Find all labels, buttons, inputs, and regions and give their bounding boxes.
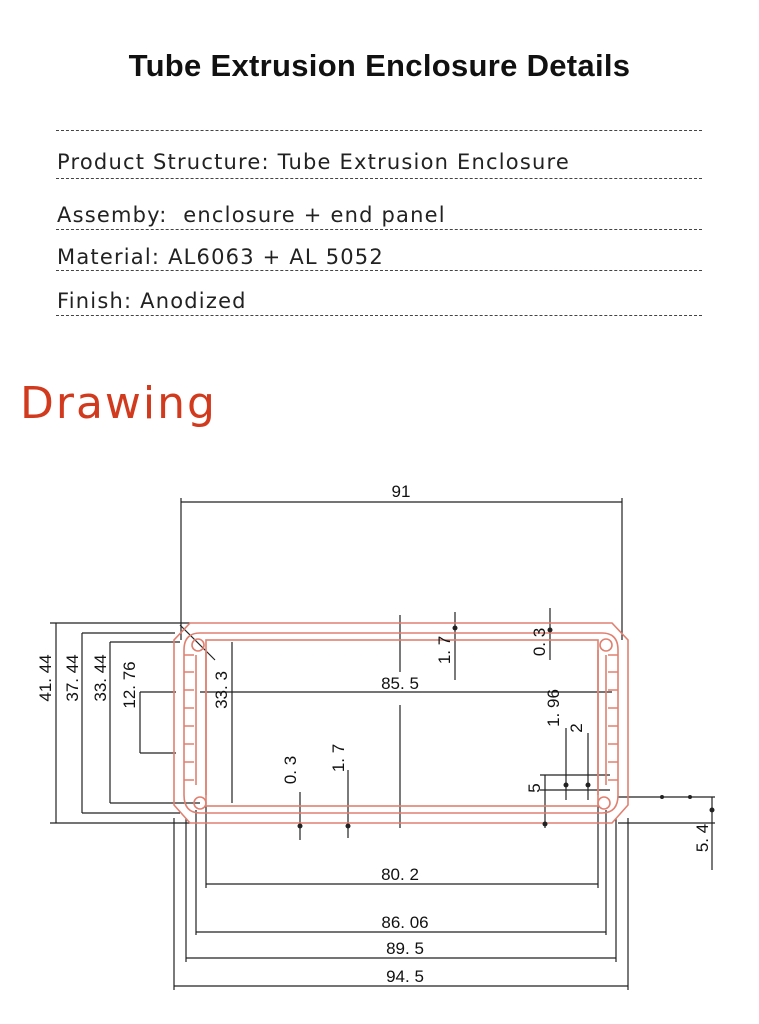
spec-product-structure: Product Structure: Tube Extrusion Enclos… bbox=[57, 150, 570, 174]
dim-label-2: 2 bbox=[567, 723, 586, 732]
dim-label-91: 91 bbox=[392, 482, 411, 501]
enclosure-profile bbox=[173, 622, 629, 824]
dim-label-37-44: 37. 44 bbox=[63, 654, 82, 701]
spec-assembly: Assemby: enclosure + end panel bbox=[57, 203, 446, 227]
spec-value: Tube Extrusion Enclosure bbox=[277, 150, 570, 174]
dim-label-41-44: 41. 44 bbox=[36, 654, 55, 701]
divider bbox=[56, 229, 702, 230]
dimension-arrows bbox=[297, 625, 715, 829]
spec-material: Material: AL6063 + AL 5052 bbox=[57, 245, 384, 269]
right-fins bbox=[597, 650, 618, 795]
dim-label-5: 5 bbox=[525, 783, 544, 792]
page-title: Tube Extrusion Enclosure Details bbox=[128, 48, 631, 83]
screw-channel bbox=[193, 796, 207, 810]
dim-label-33-44: 33. 44 bbox=[91, 654, 110, 701]
dim-label-86-06: 86. 06 bbox=[381, 913, 428, 932]
dim-label-85-5: 85. 5 bbox=[381, 674, 419, 693]
dim-label-80-2: 80. 2 bbox=[381, 865, 419, 884]
screw-channel bbox=[597, 796, 611, 810]
divider bbox=[56, 270, 702, 271]
leader-line bbox=[179, 624, 216, 661]
section-title-drawing: Drawing bbox=[20, 378, 217, 429]
profile-outer bbox=[173, 622, 629, 824]
spec-value: AL6063 + AL 5052 bbox=[168, 245, 384, 269]
dim-label-0-3-bottom: 0. 3 bbox=[281, 756, 300, 784]
divider bbox=[56, 315, 702, 316]
dim-label-12-76: 12. 76 bbox=[120, 661, 139, 708]
dim-label-1-7-bottom: 1. 7 bbox=[329, 744, 348, 772]
spec-value: Anodized bbox=[140, 289, 247, 313]
spec-value: enclosure + end panel bbox=[183, 203, 446, 227]
divider bbox=[56, 130, 702, 131]
screw-channel bbox=[599, 638, 613, 652]
divider bbox=[56, 178, 702, 179]
enclosure-drawing: 91 85. 5 80. 2 86. 06 89. 5 94. 5 41. 44… bbox=[36, 482, 715, 990]
dim-label-1-7-top: 1. 7 bbox=[435, 636, 454, 664]
dim-label-1-96: 1. 96 bbox=[544, 689, 563, 727]
dim-label-0-3-top: 0. 3 bbox=[530, 628, 549, 656]
dim-label-5-4: 5. 4 bbox=[693, 824, 712, 852]
spec-label: Material: bbox=[57, 245, 161, 269]
profile-cavity bbox=[205, 639, 599, 807]
spec-label: Product Structure: bbox=[57, 150, 270, 174]
left-fins bbox=[184, 650, 207, 795]
profile-inner bbox=[183, 632, 619, 814]
spec-label: Assemby: bbox=[57, 203, 168, 227]
dim-label-89-5: 89. 5 bbox=[386, 939, 424, 958]
screw-channel bbox=[191, 638, 205, 652]
spec-finish: Finish: Anodized bbox=[57, 289, 247, 313]
spec-label: Finish: bbox=[57, 289, 133, 313]
dim-label-33-3: 33. 3 bbox=[212, 671, 231, 709]
dim-label-94-5: 94. 5 bbox=[386, 967, 424, 986]
